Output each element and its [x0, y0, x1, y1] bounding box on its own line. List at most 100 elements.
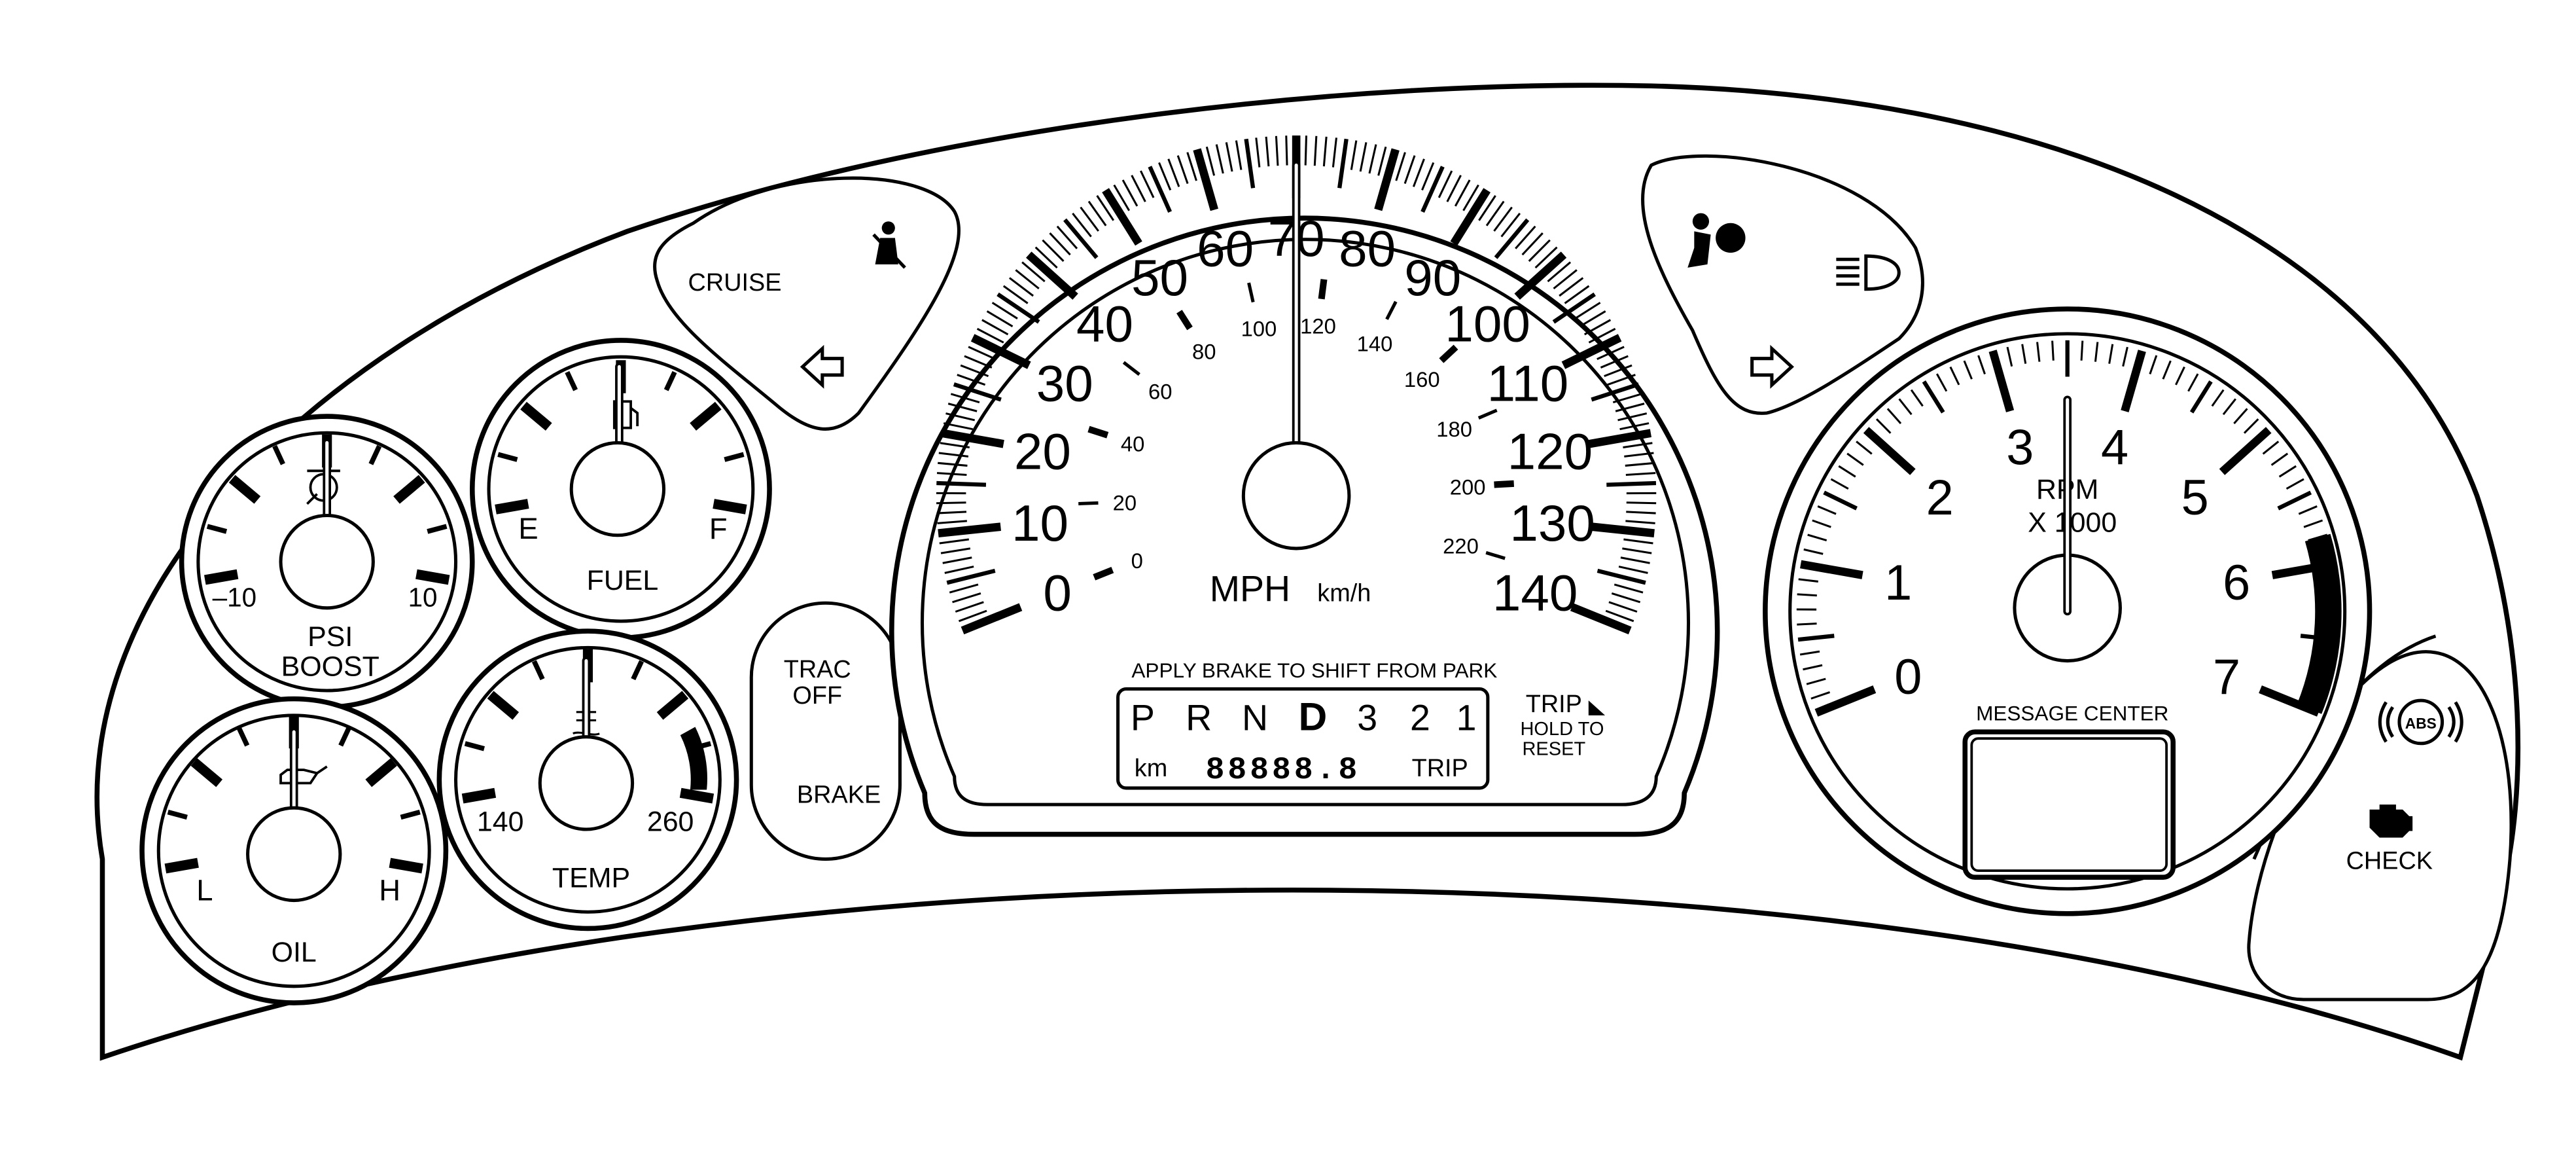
speedometer-tick: [945, 412, 976, 422]
mph-number: 60: [1197, 219, 1254, 277]
speedometer-tick: [1412, 158, 1425, 187]
speedometer-tick: [1304, 135, 1307, 166]
temp-max-label: 260: [647, 806, 694, 838]
kmh-number: 40: [1121, 432, 1144, 456]
tachometer-tick: [1863, 427, 1916, 475]
trip-button-label: TRIP: [1526, 691, 1582, 718]
gauge-tick: [679, 787, 715, 804]
speedometer-tick: [1021, 261, 1046, 283]
speedometer-tick: [1608, 601, 1638, 613]
tachometer-ticks: [1796, 340, 2338, 717]
speedometer-tick: [946, 568, 996, 585]
odometer-trip-label: TRIP: [1412, 755, 1468, 782]
gauge-tick: [415, 569, 450, 585]
speedometer-tick: [936, 472, 967, 476]
gauge-tick: [724, 452, 745, 462]
tachometer-tick: [2270, 452, 2289, 466]
speedometer-tick: [1063, 218, 1099, 259]
speedometer-tick: [1313, 135, 1318, 166]
apply-brake-text: APPLY BRAKE TO SHIFT FROM PARK: [1131, 659, 1497, 682]
temp-hub: [538, 735, 635, 831]
boost-label-psi: PSI: [308, 621, 353, 653]
mph-number: 130: [1509, 494, 1595, 552]
boost-min-label: –10: [213, 582, 256, 612]
fuel-max-label: F: [709, 512, 728, 545]
gauge-tick: [497, 452, 518, 462]
speedometer-tick: [1350, 140, 1358, 170]
mph-number: 40: [1076, 295, 1133, 352]
oil-can-icon: [279, 765, 328, 785]
speedometer-tick: [953, 382, 1002, 402]
speedometer-tick: [1623, 538, 1653, 545]
kmh-number: 140: [1357, 331, 1393, 355]
speedometer-tick: [938, 522, 1001, 537]
tachometer-tick: [1806, 677, 1826, 685]
speedometer-tick: [1102, 188, 1142, 246]
kmh-number: 160: [1404, 367, 1440, 391]
speedometer-tick: [1215, 144, 1224, 174]
speedometer-tick: [955, 601, 984, 613]
tachometer-tick: [2285, 478, 2304, 490]
mph-number: 10: [1012, 494, 1068, 552]
tachometer-tick: [1910, 389, 1924, 407]
rpm-number: 0: [1894, 649, 1922, 705]
odometer-unit: km: [1135, 755, 1167, 782]
mph-number: 20: [1014, 423, 1071, 480]
speedometer-tick: [1359, 142, 1367, 172]
tachometer-tick: [2006, 346, 2013, 367]
tachometer-tick: [1810, 691, 1831, 700]
speedometer-tick: [1080, 206, 1099, 232]
speedometer-tick: [970, 334, 1031, 369]
speedometer-tick: [940, 442, 970, 448]
kmh-tick: [1122, 361, 1140, 376]
rpm-number: 2: [1926, 470, 1954, 526]
tachometer-tick: [1875, 418, 1892, 434]
speedometer-tick: [1534, 246, 1558, 269]
speedometer-tick: [1368, 144, 1377, 174]
gauge-tick: [203, 569, 239, 585]
boost-gauge: –10 10 PSI BOOST: [179, 414, 475, 710]
speedometer-tick: [1438, 170, 1453, 198]
speedometer-tick: [1042, 239, 1065, 262]
speedometer-tick: [1096, 195, 1115, 221]
seatbelt-icon: [872, 221, 906, 269]
boost-hub: [279, 513, 375, 610]
gauge-tick: [272, 444, 285, 465]
speedometer-tick: [1337, 138, 1349, 189]
gauge-tick: [713, 499, 747, 514]
fuel-label: FUEL: [587, 565, 659, 596]
speedometer-tick: [1528, 239, 1551, 262]
speedometer-tick: [1140, 170, 1155, 198]
tachometer-tick: [1799, 560, 1863, 579]
tachometer-tick: [2094, 342, 2099, 362]
boost-max-label: 10: [408, 582, 438, 612]
speedometer-tick: [1131, 175, 1146, 202]
tachometer-tick: [1830, 478, 1849, 490]
speedometer-tick: [1626, 511, 1656, 514]
message-center-screen: [1970, 737, 2168, 873]
tachometer-tick: [2211, 389, 2225, 407]
speedometer-tick: [1494, 218, 1530, 259]
left-indicator-pod: CRUISE: [653, 176, 961, 431]
speedometer-tick: [1611, 592, 1641, 604]
speedometer-tick: [1622, 547, 1652, 554]
abs-check-pod: ABS CHECK: [2247, 650, 2513, 1002]
speedometer-tick: [1591, 382, 1640, 402]
temp-hot-band: [680, 727, 707, 790]
speedometer-tick: [944, 566, 974, 574]
speedometer-tick: [1420, 166, 1445, 213]
odometer-digits: 88888.8: [1206, 753, 1361, 788]
gauge-tick: [190, 758, 223, 787]
rpm-number: 7: [2213, 649, 2240, 705]
mph-number: 90: [1404, 249, 1461, 306]
fuel-hub: [569, 441, 666, 537]
rpm-number: 6: [2223, 555, 2250, 611]
speedometer-tick: [961, 603, 1023, 635]
speedometer-tick: [1056, 225, 1078, 249]
speedometer-tick: [1604, 364, 1632, 378]
speedometer-tick: [960, 364, 989, 378]
prndl-gears: P R N D 3 2 1: [1131, 695, 1477, 739]
speedometer-tick: [943, 422, 973, 431]
speedometer-tick: [1193, 148, 1218, 211]
